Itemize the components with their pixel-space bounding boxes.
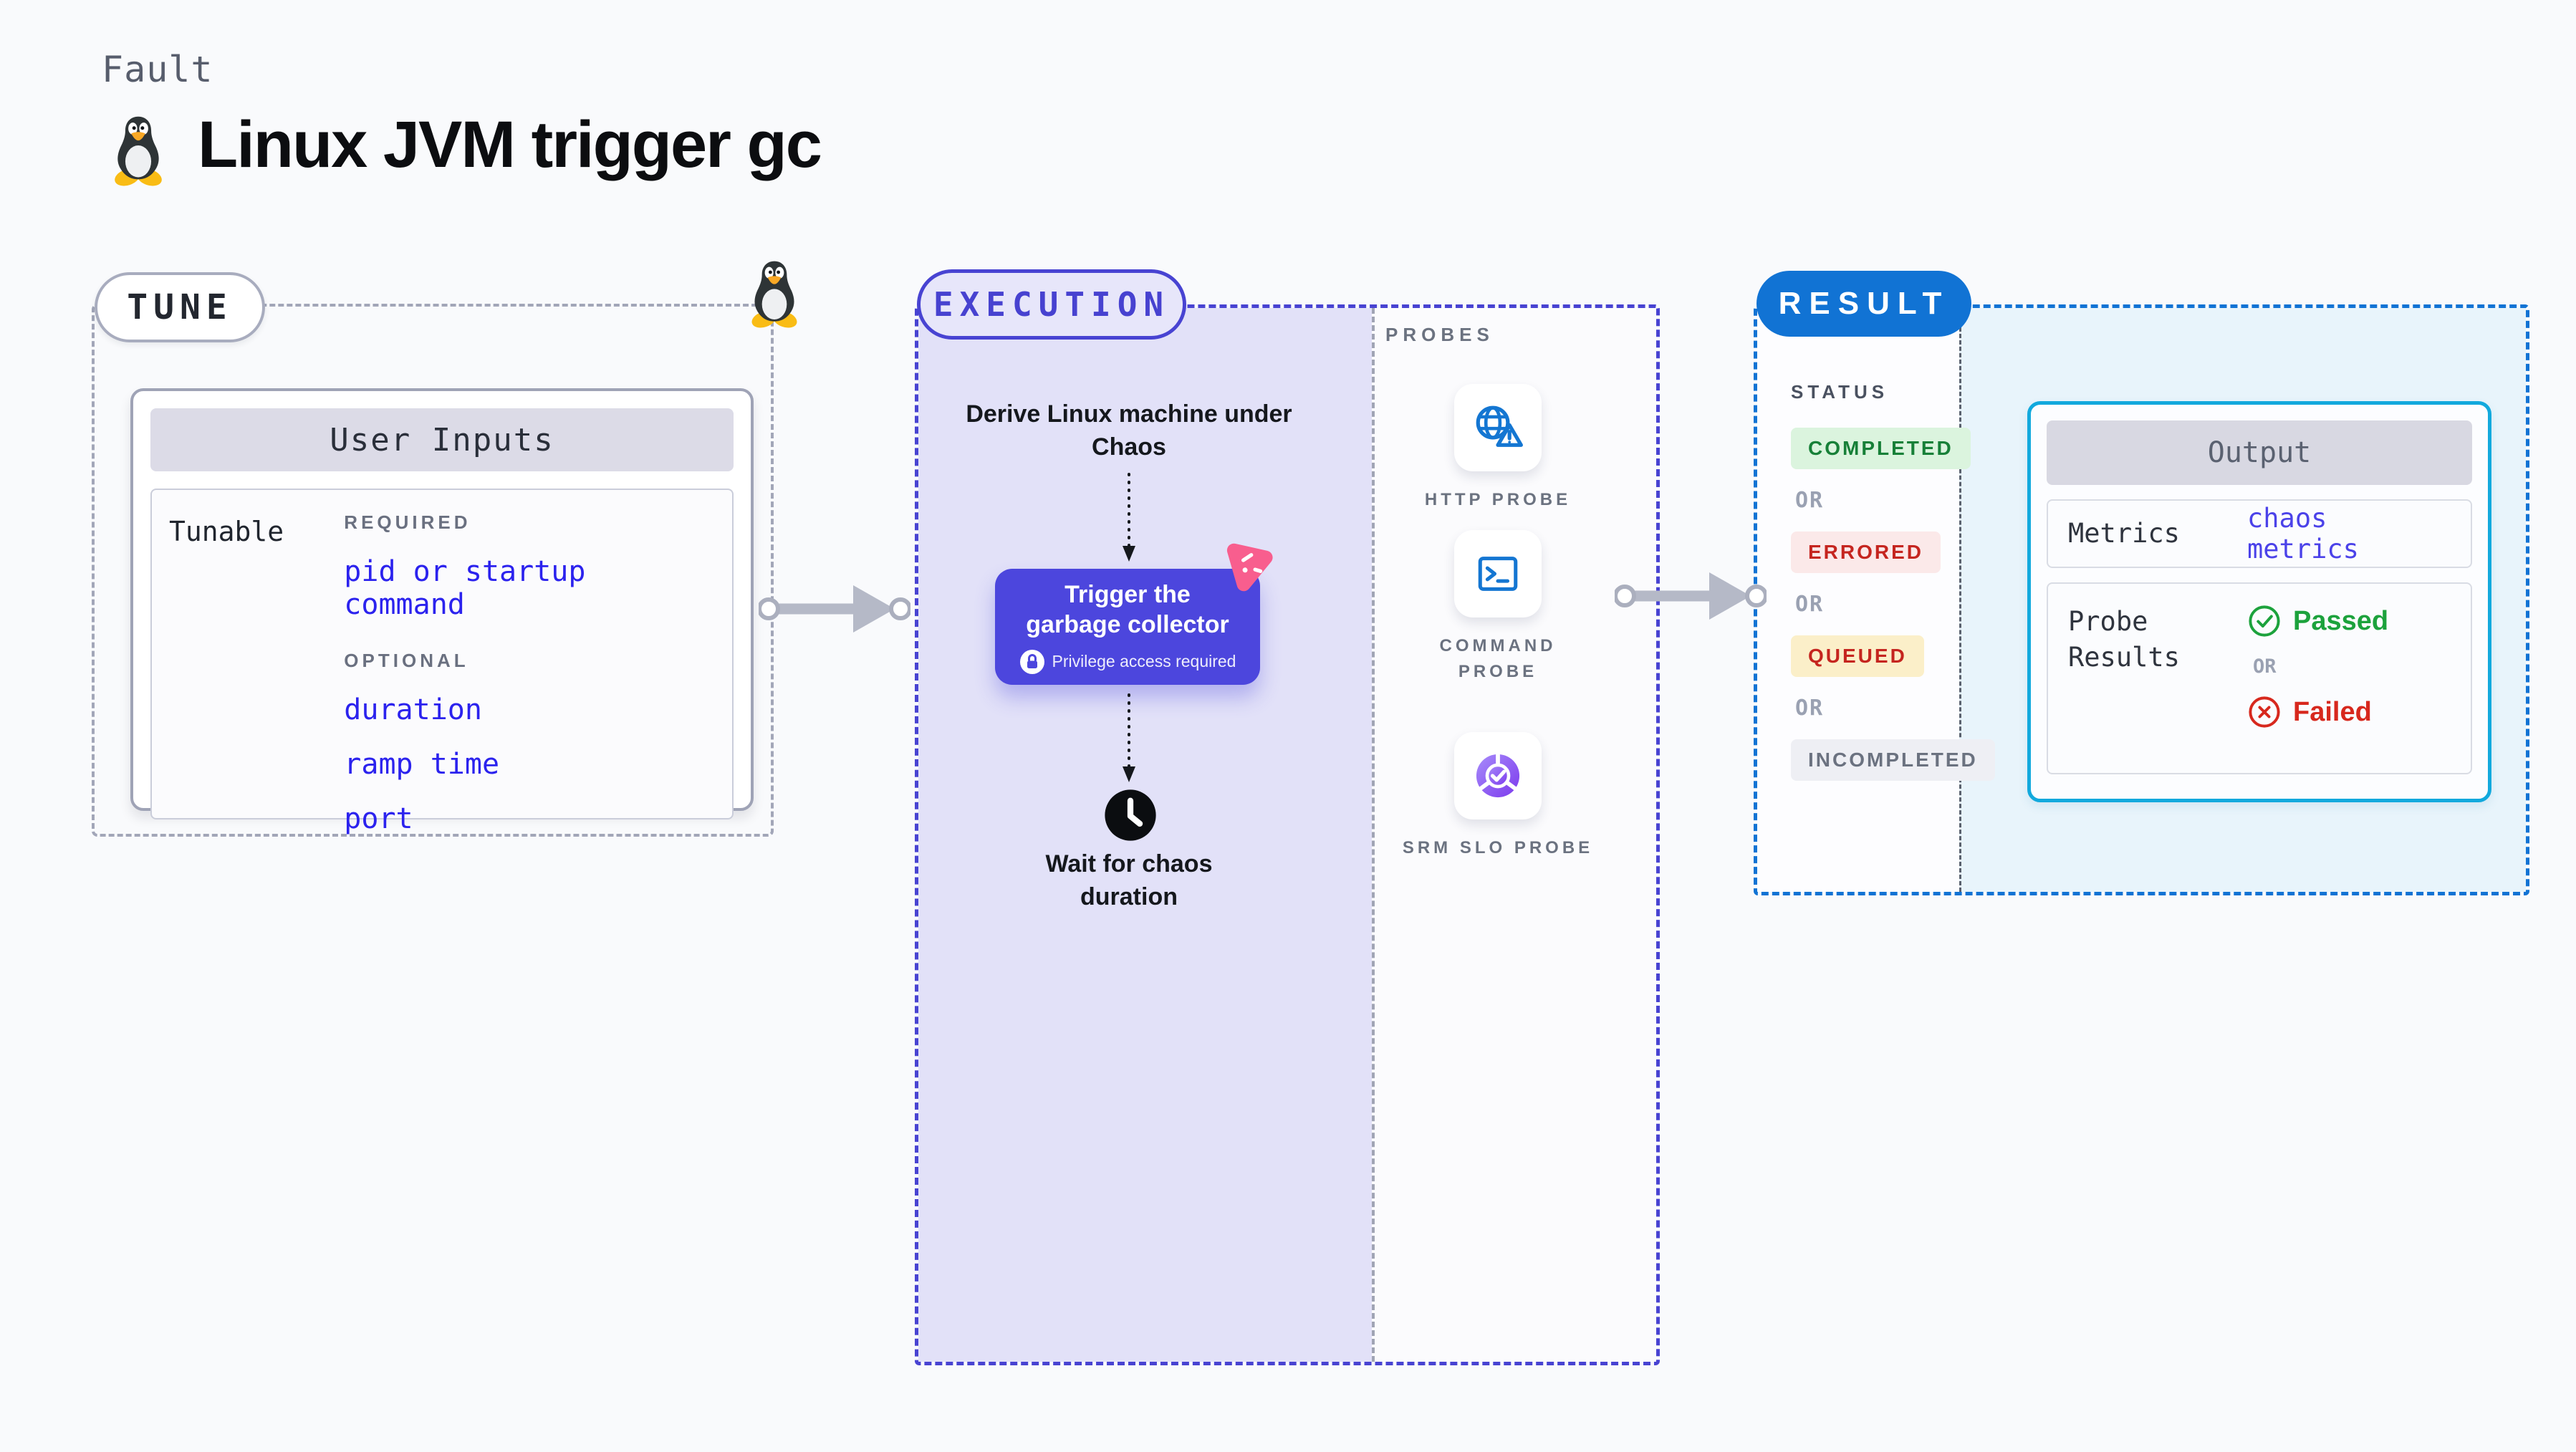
page-title: Linux JVM trigger gc xyxy=(198,108,822,181)
metrics-label: Metrics xyxy=(2068,518,2180,549)
tunable-required-item: pid or startup command xyxy=(344,555,586,621)
status-heading: STATUS xyxy=(1791,381,1889,403)
status-badge-queued: QUEUED xyxy=(1791,635,1924,677)
tunable-optional-item: ramp time xyxy=(344,748,500,781)
failed-label: Failed xyxy=(2293,696,2372,727)
command-probe-label: COMMAND PROBE xyxy=(1439,636,1557,681)
privilege-note: Privilege access required xyxy=(1052,652,1236,670)
http-probe-label: HTTP PROBE xyxy=(1424,490,1572,509)
http-probe-card[interactable] xyxy=(1454,384,1542,471)
status-column: STATUS COMPLETED OR ERRORED OR QUEUED OR… xyxy=(1791,381,1995,781)
or-label: OR xyxy=(1795,696,1825,721)
or-label: OR xyxy=(2253,655,2277,678)
lock-icon xyxy=(1019,649,1044,674)
command-probe-card[interactable] xyxy=(1454,530,1542,617)
probes-separator xyxy=(1372,308,1375,1362)
status-badge-incompleted: INCOMPLETED xyxy=(1791,739,1995,781)
metrics-row: Metrics chaos metrics xyxy=(2047,499,2472,568)
execution-label-pill: EXECUTION xyxy=(917,269,1186,340)
optional-heading: OPTIONAL xyxy=(344,650,469,671)
trigger-gc-title-line1: Trigger the xyxy=(1064,580,1191,608)
probe-results-label: Probe Results xyxy=(2068,606,2180,673)
metrics-value: chaos metrics xyxy=(2247,503,2359,564)
or-label: OR xyxy=(1795,592,1825,617)
fault-kicker: Fault xyxy=(102,49,213,90)
flow-arrow-down xyxy=(1123,473,1135,562)
srm-slo-probe-card[interactable] xyxy=(1454,732,1542,819)
globe-warning-icon xyxy=(1476,405,1523,447)
terminal-icon xyxy=(1478,557,1518,591)
result-separator xyxy=(1959,308,1961,892)
check-circle-icon xyxy=(2249,605,2280,637)
output-card: Output Metrics chaos metrics Probe Resul… xyxy=(2027,401,2491,802)
x-circle-icon xyxy=(2249,696,2280,728)
trigger-gc-node[interactable]: Trigger the garbage collector Privilege … xyxy=(995,569,1260,685)
status-badge-completed: COMPLETED xyxy=(1791,428,1971,469)
or-label: OR xyxy=(1795,488,1825,513)
probes-area xyxy=(1372,308,1656,1362)
trigger-gc-title-line2: garbage collector xyxy=(1026,611,1229,638)
slo-donut-icon xyxy=(1476,753,1520,798)
output-title: Output xyxy=(2047,420,2472,485)
tune-to-execution-arrow xyxy=(759,585,910,633)
derive-machine-step: Derive Linux machine under Chaos xyxy=(966,400,1292,461)
execution-to-result-arrow xyxy=(1615,572,1767,620)
passed-label: Passed xyxy=(2293,605,2389,636)
result-label-pill: RESULT xyxy=(1756,271,1971,337)
tune-region xyxy=(92,304,774,837)
user-inputs-title: User Inputs xyxy=(150,408,734,471)
status-badge-errored: ERRORED xyxy=(1791,532,1941,573)
tune-label-pill: TUNE xyxy=(95,272,265,342)
required-heading: REQUIRED xyxy=(344,511,471,533)
tunable-row-label: Tunable xyxy=(169,516,284,547)
clock-icon xyxy=(1105,789,1156,841)
srm-slo-probe-label: SRM SLO PROBE xyxy=(1402,838,1594,857)
probe-results-row: Probe Results Passed OR Failed xyxy=(2047,582,2472,774)
tunable-optional-item: port xyxy=(344,802,413,835)
probes-heading: PROBES xyxy=(1385,324,1494,345)
user-inputs-body: Tunable REQUIRED pid or startup command … xyxy=(150,489,734,835)
user-inputs-card: User Inputs Tunable REQUIRED pid or star… xyxy=(130,388,754,835)
linux-tux-icon xyxy=(107,115,169,186)
chaos-icon xyxy=(1226,543,1273,592)
flow-arrow-down xyxy=(1123,693,1135,782)
wait-duration-step: Wait for chaos duration xyxy=(1045,850,1213,910)
status-area xyxy=(1757,308,1959,892)
tunable-optional-item: duration xyxy=(344,693,482,726)
linux-tux-corner-icon xyxy=(745,259,804,328)
